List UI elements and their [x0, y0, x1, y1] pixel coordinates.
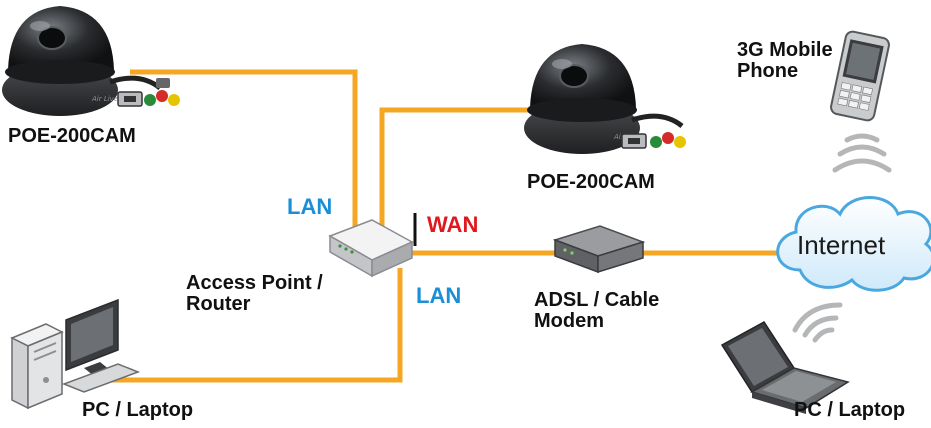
wan-label: WAN	[427, 212, 479, 237]
mobile-phone-icon	[830, 30, 890, 122]
pc-left-label: PC / Laptop	[82, 399, 194, 421]
modem-label-line2: Modem	[534, 310, 604, 332]
dome-camera-icon: Air Live	[524, 44, 686, 154]
wireless-signal-icon	[832, 133, 892, 173]
modem-label-line1: ADSL / Cable	[534, 289, 660, 311]
laptop-icon	[720, 321, 850, 414]
desktop-pc-icon	[10, 298, 141, 410]
phone-label-line2: Phone	[737, 60, 799, 82]
router-label-line1: Access Point /	[186, 272, 323, 294]
router-label: Access Point / Router	[186, 273, 323, 315]
svg-text:Air Live: Air Live	[91, 95, 118, 103]
wireless-signal-icon	[792, 302, 843, 343]
modem-icon	[552, 225, 646, 274]
dome-camera-icon: Air Live	[2, 6, 180, 116]
pc-right-label: PC / Laptop	[794, 399, 906, 421]
phone-label: 3G Mobile Phone	[737, 40, 833, 82]
phone-label-line1: 3G Mobile	[737, 39, 833, 61]
cables	[95, 69, 790, 383]
lan-top-label: LAN	[287, 194, 333, 219]
cable-cam1-router	[130, 69, 358, 232]
cloud-icon	[776, 196, 931, 292]
modem-label: ADSL / Cable Modem	[534, 290, 659, 332]
cam2-label: POE-200CAM	[527, 171, 655, 193]
internet-label: Internet	[797, 230, 886, 260]
cam1-label: POE-200CAM	[8, 125, 136, 147]
cable-pc-router	[95, 268, 403, 383]
cable-cam2-router	[379, 107, 535, 232]
lan-bottom-label: LAN	[416, 283, 462, 308]
router-label-line2: Router	[186, 293, 251, 315]
router-icon	[328, 219, 414, 278]
